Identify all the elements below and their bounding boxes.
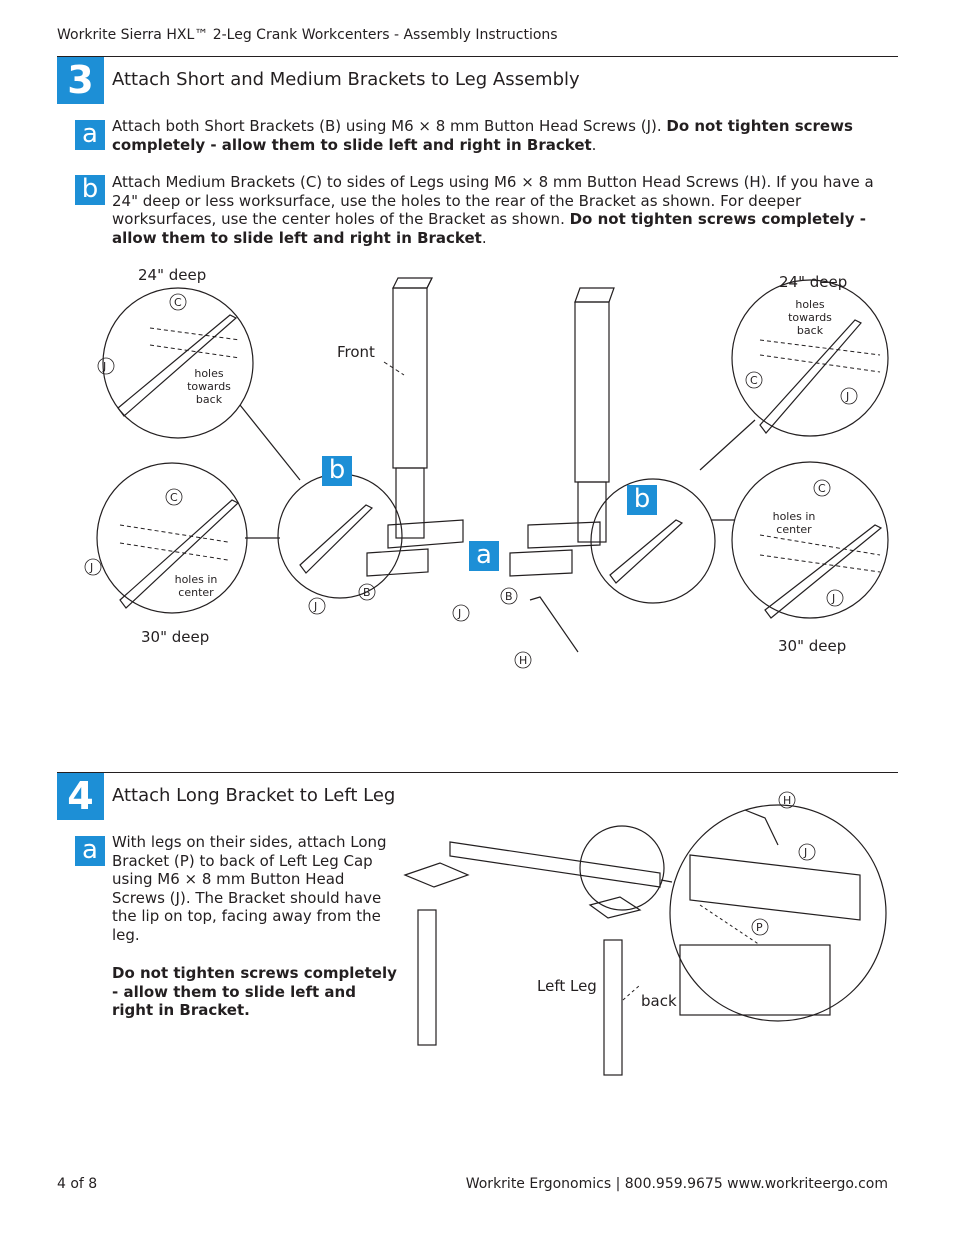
part-b-2: B [505,590,513,603]
part-j-3: J [314,600,318,613]
part-c-3: C [750,374,758,387]
part-j-2: J [90,561,94,574]
label-holes-back-left: holes towards back [187,367,231,406]
part-h-2: H [783,794,792,807]
label-24-deep-right: 24" deep [779,273,848,291]
label-front: Front [337,343,375,361]
label-holes-center-right: holes in center [772,510,816,536]
footer-company: Workrite Ergonomics | 800.959.9675 www.w… [465,1176,888,1192]
step3b-badge: b [75,175,105,205]
step3b-end: . [481,228,487,247]
part-j-6: J [832,592,836,605]
page-number: 4 of 8 [57,1176,98,1192]
step4-rule [57,772,898,773]
label-holes-back-right: holes towards back [788,298,832,337]
step4-title: Attach Long Bracket to Left Leg [112,785,396,806]
step3a-text: Attach both Short Brackets (B) using M6 … [112,117,902,154]
step3-rule [57,56,898,57]
part-c-2: C [170,491,178,504]
label-24-deep-left: 24" deep [138,266,207,284]
step4a-text: With legs on their sides, attach Long Br… [112,833,387,944]
part-h-1: H [519,654,528,667]
label-30-deep-left: 30" deep [141,628,210,646]
step4a-warning: Do not tighten screws completely - allow… [112,964,397,1020]
part-b-1: B [363,586,371,599]
label-back: back [641,992,677,1010]
step3-title: Attach Short and Medium Brackets to Leg … [112,69,580,90]
part-c-1: C [174,296,182,309]
step3a-badge: a [75,120,105,150]
step3-diagram-badge-b-right: b [633,484,651,514]
part-j-4: J [458,607,462,620]
step3-number: 3 [57,57,104,104]
step3b-body: Attach Medium Brackets (C) to sides of L… [112,173,874,229]
label-holes-center-left: holes in center [174,573,218,599]
step3-diagram-badge-a: a [476,540,492,570]
step3a-end: . [591,135,597,154]
part-j-7: J [804,846,808,859]
step4a-badge: a [75,836,105,866]
step3b-text: Attach Medium Brackets (C) to sides of L… [112,173,902,247]
step3b-warning: Do not tighten screws completely - allow… [112,210,866,247]
part-c-4: C [818,482,826,495]
label-left-leg: Left Leg [537,977,597,995]
part-j-5: J [846,390,850,403]
part-j-1: J [103,360,107,373]
step3a-warning: Do not tighten screws completely - allow… [112,117,853,154]
step4-number: 4 [57,773,104,820]
part-p: P [756,921,763,934]
step3a-body: Attach both Short Brackets (B) using M6 … [112,117,667,135]
step3-diagram-badge-b-left: b [328,455,346,485]
document-header: Workrite Sierra HXL™ 2-Leg Crank Workcen… [57,27,558,43]
label-30-deep-right: 30" deep [778,637,847,655]
